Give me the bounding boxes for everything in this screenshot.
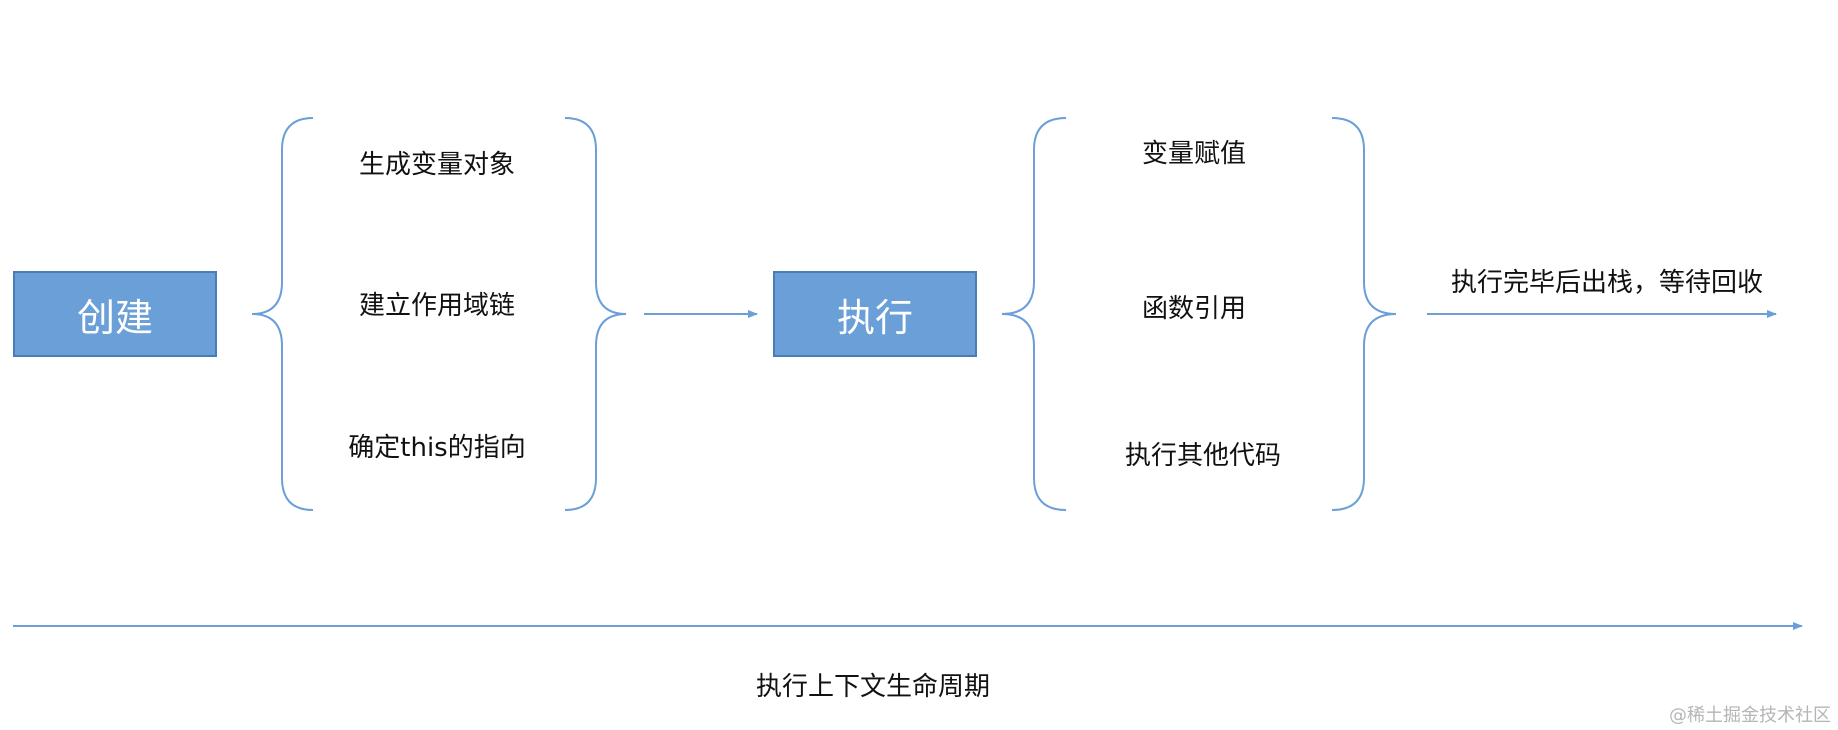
execute-item-other-code: 执行其他代码: [1124, 441, 1282, 471]
create-phase-label: 创建: [76, 295, 153, 340]
execute-item-function-ref: 函数引用: [1141, 294, 1247, 324]
execute-left-brace: [1001, 117, 1067, 511]
execute-item-assignment: 变量赋值: [1141, 139, 1247, 169]
execute-phase-box: 执行: [773, 271, 977, 357]
create-left-brace: [251, 117, 314, 511]
execute-phase-label: 执行: [836, 295, 913, 340]
create-item-this-binding: 确定this的指向: [348, 433, 526, 463]
completion-label: 执行完毕后出栈，等待回收: [1450, 268, 1764, 298]
create-right-brace: [564, 117, 627, 511]
create-item-scope-chain: 建立作用域链: [358, 291, 516, 321]
create-phase-box: 创建: [13, 271, 217, 357]
watermark: @稀土掘金技术社区: [1669, 705, 1831, 726]
create-item-variable-object: 生成变量对象: [358, 150, 516, 180]
execute-right-brace: [1331, 117, 1397, 511]
timeline-label: 执行上下文生命周期: [755, 672, 991, 702]
